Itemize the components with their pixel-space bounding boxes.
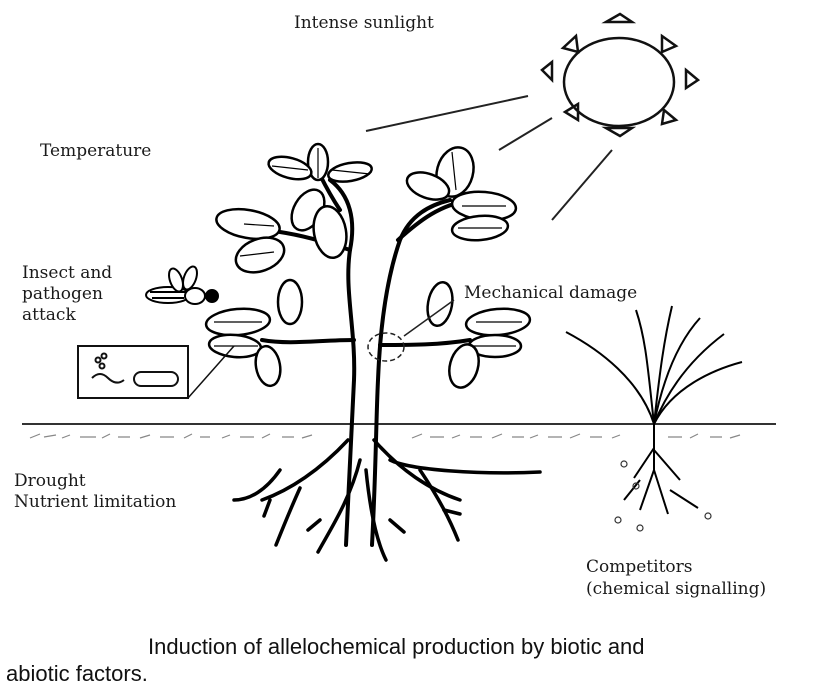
- label-nutrient-limitation: Nutrient limitation: [14, 491, 176, 513]
- label-intense-sunlight: Intense sunlight: [294, 12, 434, 34]
- insect-icon: [146, 265, 218, 304]
- competitor-plant: [566, 306, 742, 514]
- label-chemical-signalling: (chemical signalling): [586, 578, 766, 600]
- caption-line1: Induction of allelochemical production b…: [148, 634, 645, 659]
- allelochemical-diagram: [0, 0, 838, 620]
- figure-caption: Induction of allelochemical production b…: [6, 633, 832, 687]
- label-mechanical-damage: Mechanical damage: [464, 282, 637, 304]
- label-drought: Drought: [14, 470, 86, 492]
- pathogen-pointer: [188, 346, 234, 398]
- pathogen-inset: [78, 346, 188, 398]
- label-temperature: Temperature: [40, 140, 151, 162]
- label-insect-line2: pathogen: [22, 283, 103, 305]
- sun-icon: [542, 14, 698, 136]
- soil-texture: [30, 434, 740, 438]
- mechanical-damage-marker: [368, 333, 404, 361]
- plant-roots: [234, 440, 540, 560]
- caption-line2: abiotic factors.: [6, 661, 148, 686]
- label-competitors: Competitors: [586, 556, 693, 578]
- label-insect-line1: Insect and: [22, 262, 112, 284]
- label-insect-line3: attack: [22, 304, 76, 326]
- leaves: [205, 143, 531, 391]
